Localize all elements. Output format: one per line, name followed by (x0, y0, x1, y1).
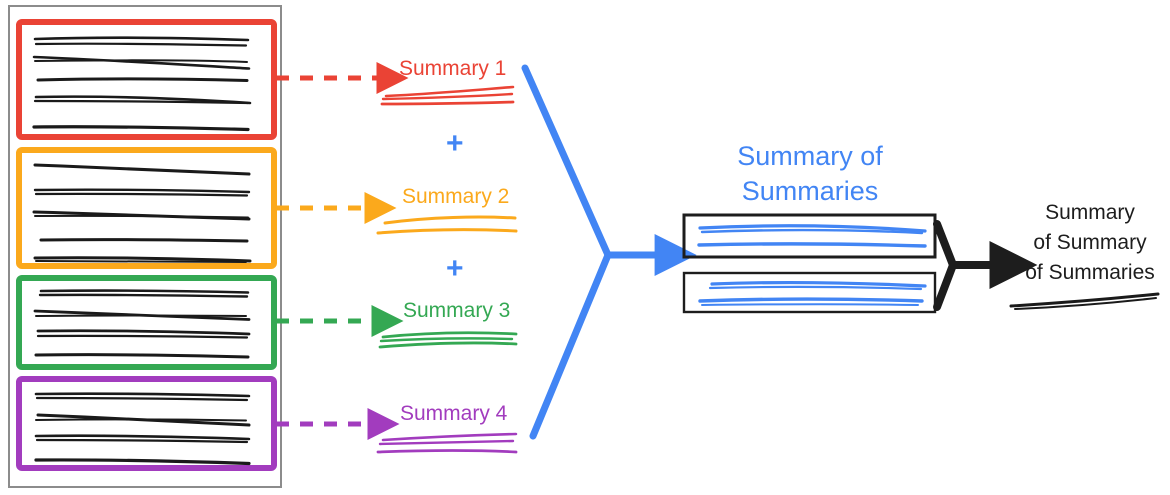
summary-1-label: Summary 1 (399, 57, 507, 80)
blue-merge-arrow (521, 64, 612, 440)
sos-title-line-2: Summaries (741, 176, 879, 207)
sos-title-line-1: Summary of (737, 141, 883, 171)
summary-4-lines (376, 432, 518, 454)
chunk-3-document-lines (33, 289, 251, 359)
summary-2-lines (376, 215, 518, 235)
chunk-box-green[interactable] (16, 275, 277, 370)
chunk-1-document-lines (32, 36, 252, 132)
summary-3-lines (378, 331, 518, 349)
summary-1-lines (380, 85, 515, 106)
summary-4-label: Summary 4 (400, 402, 508, 425)
sos-box-1[interactable] (682, 213, 937, 259)
summary-of-summaries-title: Summary of Summaries (695, 139, 925, 209)
sos-box-2[interactable] (682, 271, 937, 314)
black-merge-arrow (933, 220, 957, 311)
chunk-4-document-lines (34, 392, 251, 466)
plus-operator-1: + (446, 127, 464, 160)
final-title-line-1: Summary (1045, 201, 1135, 224)
sos-box-2-lines (698, 280, 927, 306)
final-title-line-2: of Summary (1033, 230, 1147, 254)
chunk-box-red[interactable] (16, 19, 277, 140)
sos-box-1-lines (697, 224, 927, 248)
chunk-box-orange[interactable] (16, 147, 277, 269)
chunk-box-purple[interactable] (16, 376, 277, 471)
chunk-2-document-lines (32, 163, 252, 263)
summary-2-label: Summary 2 (402, 185, 510, 208)
final-output-title: Summary of Summary of Summaries (1010, 198, 1170, 287)
summary-3-label: Summary 3 (403, 299, 511, 322)
source-documents-panel (8, 5, 282, 488)
final-title-line-3: of Summaries (1025, 260, 1155, 284)
plus-operator-2: + (446, 252, 464, 285)
final-output-lines (1009, 292, 1160, 310)
